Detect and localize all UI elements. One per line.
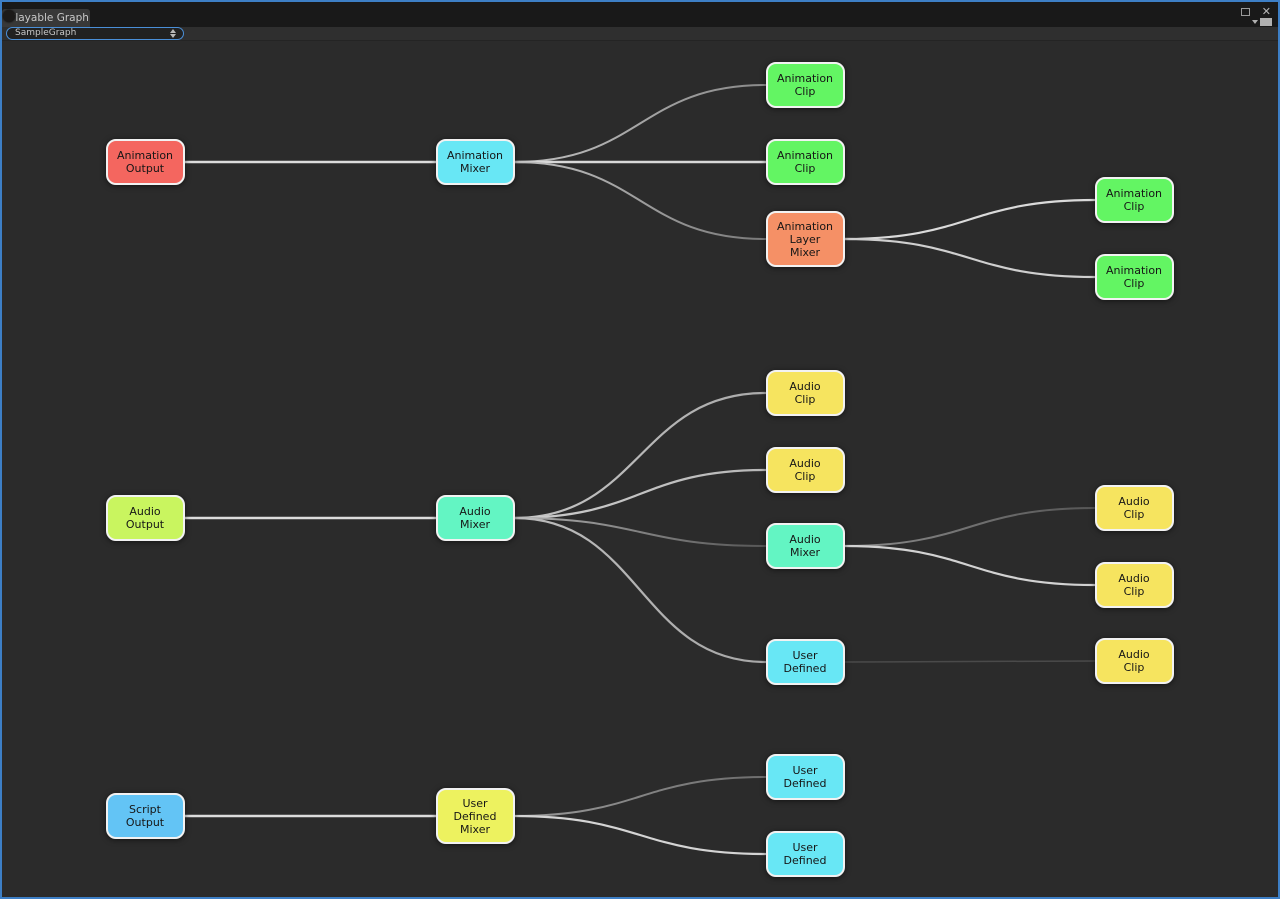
node-label: Audio Clip bbox=[1118, 572, 1150, 598]
audio-output-node[interactable]: Audio Output bbox=[105, 495, 185, 541]
edge-audio-mixer-2-audio-clip-c bbox=[843, 507, 1096, 547]
edge-animation-layer-mixer-animation-clip-c bbox=[843, 198, 1096, 241]
pane-menu-icon[interactable] bbox=[1252, 18, 1272, 26]
edge-animation-mixer-animation-layer-mixer bbox=[513, 161, 767, 240]
user-defined-b-node[interactable]: User Defined bbox=[765, 754, 845, 800]
node-label: Audio Output bbox=[125, 505, 165, 531]
edge-animation-layer-mixer-animation-clip-d bbox=[843, 237, 1096, 279]
audio-clip-e-node[interactable]: Audio Clip bbox=[1094, 638, 1174, 684]
node-label: Script Output bbox=[125, 803, 165, 829]
audio-mixer-node[interactable]: Audio Mixer bbox=[435, 495, 515, 541]
audio-clip-c-node[interactable]: Audio Clip bbox=[1094, 485, 1174, 531]
node-label: Audio Clip bbox=[789, 380, 821, 406]
chevron-down-icon bbox=[1252, 20, 1258, 24]
node-label: Audio Clip bbox=[1118, 495, 1150, 521]
node-label: User Defined bbox=[783, 649, 827, 675]
tab-playable-graph[interactable]: Playable Graph bbox=[2, 9, 90, 27]
animation-clip-b-node[interactable]: Animation Clip bbox=[765, 139, 845, 185]
animation-layer-mixer-node[interactable]: Animation Layer Mixer bbox=[765, 211, 845, 267]
node-label: Audio Mixer bbox=[789, 533, 821, 559]
node-label: User Defined bbox=[783, 764, 827, 790]
animation-clip-c-node[interactable]: Animation Clip bbox=[1094, 177, 1174, 223]
tab-circle-icon bbox=[3, 10, 15, 22]
node-label: Animation Layer Mixer bbox=[776, 219, 834, 259]
node-label: User Defined Mixer bbox=[453, 796, 497, 836]
animation-clip-d-node[interactable]: Animation Clip bbox=[1094, 254, 1174, 300]
node-label: Animation Mixer bbox=[446, 149, 504, 175]
user-defined-a-node[interactable]: User Defined bbox=[765, 639, 845, 685]
animation-mixer-node[interactable]: Animation Mixer bbox=[435, 139, 515, 185]
node-label: Audio Clip bbox=[1118, 648, 1150, 674]
audio-clip-a-node[interactable]: Audio Clip bbox=[765, 370, 845, 416]
edge-animation-mixer-animation-clip-a bbox=[513, 84, 767, 163]
maximize-icon[interactable] bbox=[1240, 8, 1250, 16]
edge-audio-mixer-audio-mixer-2 bbox=[513, 517, 767, 547]
edge-audio-mixer-audio-clip-b bbox=[513, 468, 767, 520]
hamburger-icon bbox=[1260, 18, 1272, 26]
animation-clip-a-node[interactable]: Animation Clip bbox=[765, 62, 845, 108]
animation-output-node[interactable]: Animation Output bbox=[105, 139, 185, 185]
node-label: Animation Output bbox=[116, 149, 174, 175]
node-label: Animation Clip bbox=[1105, 187, 1163, 213]
audio-clip-d-node[interactable]: Audio Clip bbox=[1094, 562, 1174, 608]
edge-user-defined-mixer-user-defined-b bbox=[513, 776, 767, 817]
title-bar: Playable Graph ✕ bbox=[2, 2, 1278, 27]
close-icon[interactable]: ✕ bbox=[1261, 5, 1271, 18]
dropdown-arrows-icon bbox=[170, 29, 176, 38]
toolbar: SampleGraph bbox=[2, 27, 1278, 41]
audio-clip-b-node[interactable]: Audio Clip bbox=[765, 447, 845, 493]
edge-user-defined-a-audio-clip-e bbox=[843, 660, 1096, 663]
edge-user-defined-mixer-user-defined-c bbox=[513, 814, 767, 856]
node-label: Animation Clip bbox=[776, 149, 834, 175]
script-output-node[interactable]: Script Output bbox=[105, 793, 185, 839]
audio-mixer-2-node[interactable]: Audio Mixer bbox=[765, 523, 845, 569]
user-defined-mixer-node[interactable]: User Defined Mixer bbox=[435, 788, 515, 844]
graph-selector-dropdown[interactable]: SampleGraph bbox=[6, 27, 184, 40]
node-label: Audio Clip bbox=[789, 457, 821, 483]
node-label: User Defined bbox=[783, 841, 827, 867]
user-defined-c-node[interactable]: User Defined bbox=[765, 831, 845, 877]
node-label: Audio Mixer bbox=[459, 505, 491, 531]
node-label: Animation Clip bbox=[1105, 264, 1163, 290]
tab-title: Playable Graph bbox=[9, 12, 89, 24]
edge-audio-mixer-2-audio-clip-d bbox=[843, 544, 1096, 587]
edge-audio-mixer-user-defined-a bbox=[513, 516, 767, 664]
edge-audio-mixer-audio-clip-a bbox=[513, 391, 767, 520]
node-label: Animation Clip bbox=[776, 72, 834, 98]
graph-selector-value: SampleGraph bbox=[15, 28, 77, 38]
